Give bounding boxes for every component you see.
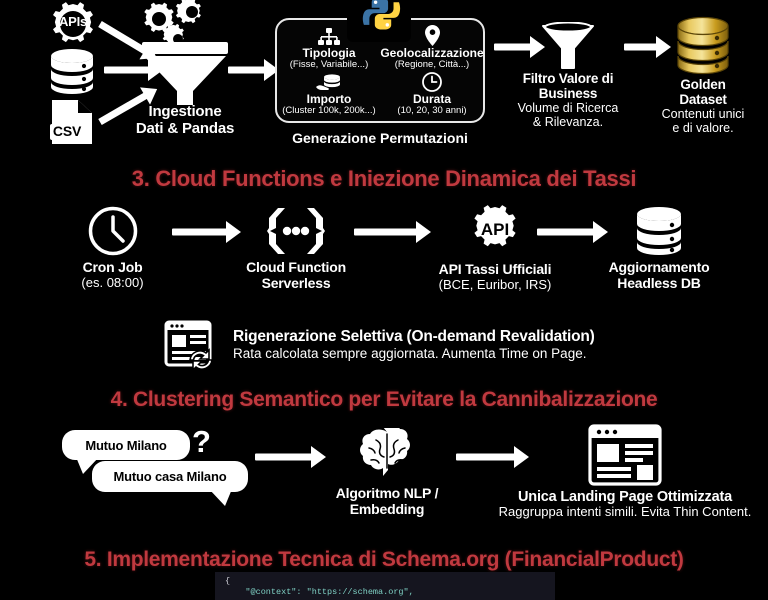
- hierarchy-icon: [318, 28, 340, 45]
- filter-sub-line1: Volume di Ricerca: [517, 101, 619, 116]
- perm-durata-sub: (10, 20, 30 anni): [397, 105, 467, 117]
- source-csv-label: CSV: [52, 123, 82, 139]
- headless-db-label-line2: Headless DB: [617, 274, 701, 291]
- cloud-function-label-line1: Cloud Function: [246, 259, 346, 275]
- code-line-3-text: "@type": "FinancialProduct",: [225, 599, 388, 600]
- section5-title: 5. Implementazione Tecnica di Schema.org…: [84, 548, 684, 571]
- filter-label-line2: Business: [538, 86, 598, 102]
- landing-page-title: Unica Landing Page Ottimizzata: [518, 489, 732, 505]
- code-braces-icon: [267, 208, 325, 254]
- ingestion-label-line2: Dati & Pandas: [135, 119, 235, 137]
- question-mark: ?: [192, 424, 211, 459]
- code-line-1-text: {: [225, 576, 231, 586]
- step-cron-job: Cron Job (es. 08:00): [55, 206, 170, 290]
- step-ingestion: Ingestione Dati & Pandas: [130, 0, 240, 138]
- cloud-function-label-line2: Serverless: [261, 274, 331, 291]
- gold-database-icon: [677, 16, 729, 75]
- step-api-rates: API API Tassi Ufficiali (BCE, Euribor, I…: [415, 204, 575, 292]
- perm-cell-tipologia: Tipologia (Fisse, Variabile...): [277, 28, 381, 71]
- perm-geo-title: Geolocalizzazione: [380, 46, 484, 60]
- cron-job-label: Cron Job: [82, 259, 143, 275]
- query-bubble-1: Mutuo Milano: [62, 430, 190, 474]
- landing-page-icon: [588, 424, 662, 486]
- database-icon: [51, 49, 93, 94]
- code-line-1: {: [225, 576, 555, 587]
- step-cloud-function: Cloud Function Serverless: [237, 206, 355, 291]
- api-rates-sub: (BCE, Euribor, IRS): [438, 276, 552, 292]
- step-landing-page: Unica Landing Page Ottimizzata Raggruppa…: [490, 424, 760, 520]
- headless-db-label-line1: Aggiornamento: [608, 259, 710, 275]
- landing-page-subtitle: Raggruppa intenti simili. Evita Thin Con…: [498, 504, 752, 520]
- code-line-3: "@type": "FinancialProduct",: [225, 599, 555, 600]
- python-logo-icon: [347, 0, 411, 42]
- step-business-filter: Filtro Valore di Business Volume di Rice…: [508, 22, 628, 129]
- revalidation-row: Rigenerazione Selettiva (On-demand Reval…: [164, 320, 595, 370]
- perm-cell-importo: Importo (Cluster 100k, 200k...): [277, 74, 381, 117]
- revalidation-subtitle: Rata calcolata sempre aggiornata. Aument…: [233, 345, 587, 361]
- funnel-gears-icon: [142, 0, 228, 105]
- brain-icon: [360, 428, 410, 476]
- api-gear-text: API: [480, 220, 510, 239]
- source-database: [48, 48, 96, 94]
- section3-title: 3. Cloud Functions e Iniezione Dinamica …: [131, 166, 637, 191]
- step-nlp-algorithm: Algoritmo NLP / Embedding: [322, 428, 452, 517]
- query-bubble-2: Mutuo casa Milano: [92, 461, 248, 506]
- golden-sub-line1: Contenuti unici: [661, 107, 745, 122]
- funnel-icon: [542, 22, 594, 69]
- perm-geo-sub: (Regione, Città...): [394, 59, 470, 71]
- perm-tipologia-sub: (Fisse, Variabile...): [289, 59, 369, 71]
- golden-sub-line2: e di valore.: [672, 121, 734, 136]
- step-headless-db: Aggiornamento Headless DB: [594, 206, 724, 291]
- perm-tipologia-title: Tipologia: [302, 46, 356, 60]
- perm-importo-title: Importo: [306, 92, 352, 106]
- source-apis: APIs: [42, 2, 104, 46]
- ingestion-label-line1: Ingestione: [148, 103, 222, 120]
- perm-cell-durata: Durata (10, 20, 30 anni): [378, 72, 486, 117]
- coins-hand-icon: [316, 74, 340, 90]
- perm-cell-geolocalizzazione: Geolocalizzazione (Regione, Città...): [378, 25, 486, 71]
- perm-durata-title: Durata: [412, 92, 451, 106]
- clock-icon: [88, 206, 137, 256]
- csv-file-icon: [50, 100, 92, 144]
- permutations-caption: Generazione Permutazioni: [292, 130, 468, 146]
- clock-icon: [422, 72, 442, 92]
- page-refresh-icon: [164, 320, 213, 370]
- schema-code-block: { "@context": "https://schema.org", "@ty…: [215, 572, 555, 600]
- nlp-label-line1: Algoritmo NLP /: [335, 485, 439, 501]
- map-pin-icon: [424, 25, 440, 46]
- section4-title: 4. Clustering Semantico per Evitare la C…: [110, 388, 658, 411]
- source-csv: CSV: [48, 98, 96, 146]
- code-line-2-text: "@context": "https://schema.org",: [225, 587, 414, 598]
- api-rates-label: API Tassi Ufficiali: [438, 261, 552, 277]
- perm-importo-sub: (Cluster 100k, 200k...): [282, 105, 376, 117]
- step-golden-dataset: Golden Dataset Contenuti unici e di valo…: [648, 16, 758, 135]
- api-gear-icon: [474, 205, 516, 247]
- golden-label-line2: Dataset: [679, 92, 727, 108]
- python-logo: [347, 0, 411, 42]
- source-apis-label: APIs: [58, 14, 88, 29]
- cron-job-sub: (es. 08:00): [81, 274, 144, 290]
- filter-label-line1: Filtro Valore di: [522, 71, 614, 86]
- filter-sub-line2: & Rilevanza.: [532, 115, 604, 130]
- gear-icon: [53, 2, 93, 43]
- golden-label-line1: Golden: [680, 77, 726, 92]
- revalidation-title: Rigenerazione Selettiva (On-demand Reval…: [233, 328, 595, 345]
- code-line-2: "@context": "https://schema.org",: [225, 587, 555, 598]
- nlp-label-line2: Embedding: [349, 500, 425, 517]
- database-icon: [637, 207, 681, 255]
